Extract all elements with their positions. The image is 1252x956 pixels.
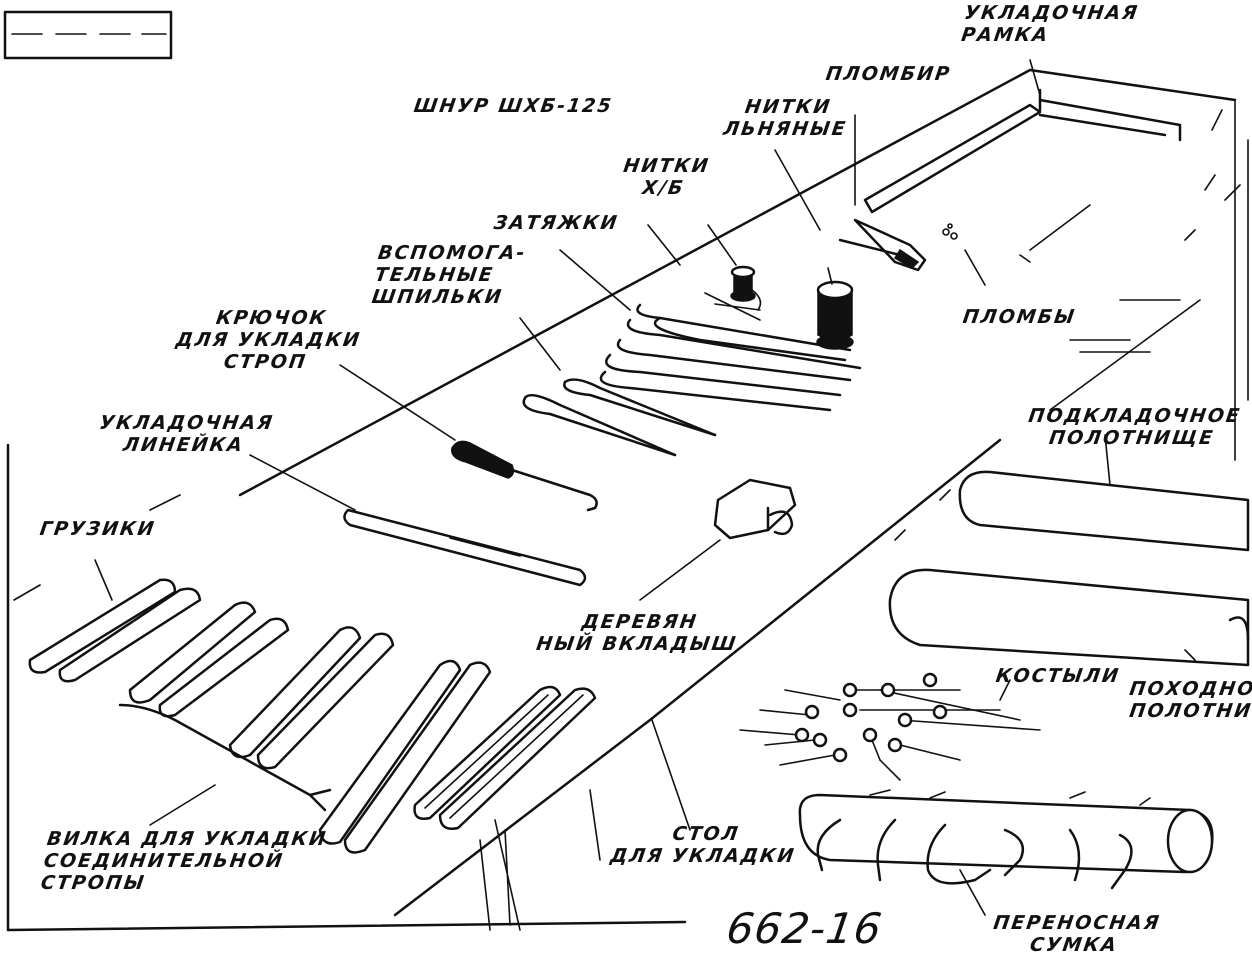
underlay-cloth [958,434,1250,552]
packing-table [6,68,1249,932]
camp-cloth-roll [888,568,1250,667]
seals [942,223,986,286]
label-packing-ruler: УКЛАДОЧНАЯ ЛИНЕЙКА [98,412,276,456]
label-carrying-bag: ПЕРЕНОСНАЯ СУМКА [992,912,1163,956]
packing-ruler [249,454,587,587]
packing-fork [118,703,332,826]
label-cotton-thread: НИТКИ Х/Б [622,155,712,199]
packing-hook [339,364,598,512]
flax-thread-spool [774,149,854,350]
ties [559,249,862,412]
label-packing-hook: КРЮЧОК ДЛЯ УКЛАДКИ СТРОП [174,307,363,373]
label-ties: ЗАТЯЖКИ [492,212,621,234]
packing-frame [1019,59,1182,263]
label-cord: ШНУР ШХБ-125 [412,95,615,117]
label-seals: ПЛОМБЫ [961,306,1078,328]
corner-stamp [3,10,173,60]
cord [647,224,761,321]
label-packing-frame: УКЛАДОЧНАЯ РАМКА [959,2,1141,46]
label-stakes: КОСТЫЛИ [994,665,1122,687]
label-underlay-cloth: ПОДКЛАДОЧНОЕ ПОЛОТНИЩЕ [1027,405,1243,449]
weights [28,559,597,854]
cotton-thread-spool [707,224,762,311]
carrying-bag [798,789,1214,916]
label-packing-table: СТОЛ ДЛЯ УКЛАДКИ [608,823,797,867]
label-flax-thread: НИТКИ ЛЬНЯНЫЕ [721,96,849,140]
label-packing-fork: ВИЛКА ДЛЯ УКЛАДКИ СОЕДИНИТЕЛЬНОЙ СТРОПЫ [39,828,329,894]
wooden-insert [639,478,797,601]
label-sealing-pliers: ПЛОМБИР [824,63,953,85]
label-auxiliary-pins: ВСПОМОГА- ТЕЛЬНЫЕ ШПИЛЬКИ [370,242,528,308]
auxiliary-pins [519,317,717,457]
stakes [739,672,1041,781]
label-wooden-insert: ДЕРЕВЯН НЫЙ ВКЛАДЫШ [534,611,739,655]
sealing-pliers [838,103,1042,272]
label-weights: ГРУЗИКИ [38,518,158,540]
figure-code: 662-16 [723,904,886,953]
label-camp-cloth: ПОХОДНО ПОЛОТНИ [1128,678,1252,722]
